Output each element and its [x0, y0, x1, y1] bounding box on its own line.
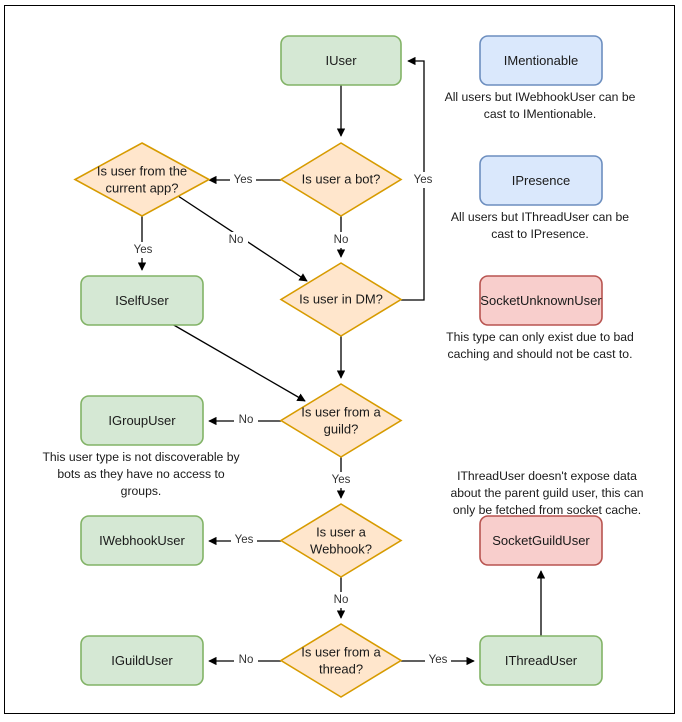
- node-igroupuser[interactable]: IGroupUser: [80, 395, 204, 446]
- edge-is-thread-yes-to-ithreaduser: Yes: [401, 652, 475, 668]
- edge-label-yes: Yes: [332, 474, 351, 486]
- edge-is-current-app-no-to-is-dm: No: [168, 189, 308, 282]
- edge-label-no: No: [239, 414, 254, 426]
- edge-label-yes: Yes: [429, 654, 448, 666]
- node-is-guild[interactable]: Is user from a guild?: [279, 383, 403, 458]
- node-iguilduser[interactable]: IGuildUser: [80, 635, 204, 686]
- edge-label-no: No: [229, 234, 244, 246]
- edge-label-no: No: [334, 234, 349, 246]
- note-socketguilduser-line-1: IThreadUser doesn't expose data: [457, 469, 637, 483]
- edge-iselfuser-to-is-guild: [171, 323, 306, 402]
- node-socketunknownuser[interactable]: SocketUnknownUser: [479, 275, 603, 326]
- note-ipresence: All users but IThreadUser can be cast to…: [451, 210, 629, 241]
- node-iselfuser[interactable]: ISelfUser: [80, 275, 204, 326]
- note-socketguilduser-line-2: about the parent guild user, this can: [450, 486, 643, 500]
- edge-label-yes: Yes: [414, 174, 433, 186]
- edge-is-bot-yes-to-is-current-app: Yes: [208, 171, 281, 187]
- node-label-is-webhook-line1: Is user a: [316, 524, 367, 539]
- edge-is-current-app-yes-to-iselfuser: Yes: [131, 216, 157, 271]
- node-ithreaduser[interactable]: IThreadUser: [479, 635, 603, 686]
- edge-is-webhook-no-to-is-thread: No: [330, 577, 352, 619]
- node-label-ithreaduser: IThreadUser: [505, 653, 578, 668]
- note-socketguilduser-line-3: only be fetched from socket cache.: [453, 503, 641, 517]
- note-socketguilduser: IThreadUser doesn't expose data about th…: [450, 469, 643, 517]
- node-label-iguilduser: IGuildUser: [111, 653, 173, 668]
- node-is-thread[interactable]: Is user from a thread?: [279, 623, 403, 698]
- node-label-is-bot: Is user a bot?: [302, 171, 381, 186]
- node-label-iuser: IUser: [325, 53, 357, 68]
- note-socketunknownuser-line-2: caching and should not be cast to.: [448, 347, 633, 361]
- edge-is-bot-no-to-is-dm: No: [330, 216, 352, 258]
- note-imentionable-line-2: cast to IMentionable.: [484, 107, 596, 121]
- note-imentionable-line-1: All users but IWebhookUser can be: [445, 90, 636, 104]
- note-socketunknownuser-line-1: This type can only exist due to bad: [446, 330, 634, 344]
- note-igroupuser: This user type is not discoverable by bo…: [42, 450, 240, 498]
- node-label-is-thread-line2: thread?: [319, 661, 363, 676]
- edge-is-thread-no-to-iguilduser: No: [208, 652, 281, 668]
- node-label-socketunknownuser: SocketUnknownUser: [480, 293, 602, 308]
- node-iwebhookuser[interactable]: IWebhookUser: [80, 515, 204, 566]
- node-ipresence[interactable]: IPresence: [479, 155, 603, 206]
- node-is-dm[interactable]: Is user in DM?: [279, 262, 403, 337]
- edge-label-no: No: [334, 594, 349, 606]
- note-igroupuser-line-3: groups.: [121, 484, 162, 498]
- edge-is-webhook-yes-to-iwebhookuser: Yes: [208, 532, 281, 548]
- node-label-is-webhook-line2: Webhook?: [310, 541, 372, 556]
- node-socketguilduser[interactable]: SocketGuildUser: [479, 515, 603, 566]
- edge-label-yes: Yes: [234, 174, 253, 186]
- note-socketunknownuser: This type can only exist due to bad cach…: [446, 330, 634, 361]
- edge-is-dm-yes-to-iuser: Yes: [401, 56, 437, 301]
- edge-label-yes: Yes: [134, 244, 153, 256]
- note-ipresence-line-1: All users but IThreadUser can be: [451, 210, 629, 224]
- node-label-igroupuser: IGroupUser: [108, 413, 176, 428]
- note-igroupuser-line-2: bots as they have no access to: [57, 467, 225, 481]
- node-label-ipresence: IPresence: [512, 173, 571, 188]
- node-label-iselfuser: ISelfUser: [115, 293, 169, 308]
- node-is-webhook[interactable]: Is user a Webhook?: [279, 503, 403, 578]
- node-label-is-thread-line1: Is user from a: [301, 644, 381, 659]
- node-label-is-current-app-line1: Is user from the: [97, 163, 187, 178]
- node-label-is-guild-line1: Is user from a: [301, 404, 381, 419]
- node-label-is-guild-line2: guild?: [324, 421, 359, 436]
- node-label-socketguilduser: SocketGuildUser: [492, 533, 590, 548]
- note-imentionable: All users but IWebhookUser can be cast t…: [445, 90, 636, 121]
- node-label-is-current-app-line2: current app?: [106, 180, 179, 195]
- node-label-iwebhookuser: IWebhookUser: [99, 533, 185, 548]
- node-is-current-app[interactable]: Is user from the current app?: [73, 142, 211, 217]
- node-label-is-dm: Is user in DM?: [299, 291, 383, 306]
- node-label-imentionable: IMentionable: [504, 53, 578, 68]
- edge-label-yes: Yes: [235, 534, 254, 546]
- edge-label-no: No: [239, 654, 254, 666]
- node-imentionable[interactable]: IMentionable: [479, 35, 603, 86]
- node-is-bot[interactable]: Is user a bot?: [279, 142, 403, 217]
- note-ipresence-line-2: cast to IPresence.: [491, 227, 589, 241]
- edge-is-guild-yes-to-is-webhook: Yes: [329, 457, 355, 499]
- edge-is-guild-no-to-igroupuser: No: [208, 412, 281, 428]
- node-iuser[interactable]: IUser: [280, 35, 402, 86]
- note-igroupuser-line-1: This user type is not discoverable by: [42, 450, 240, 464]
